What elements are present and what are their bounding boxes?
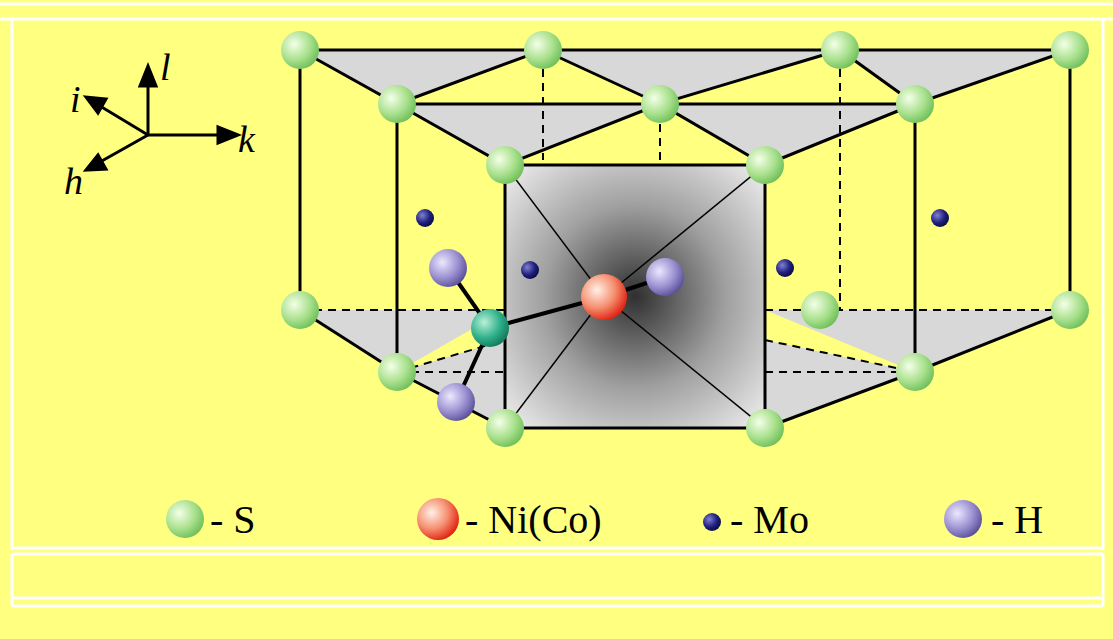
legend-text: - S [210, 500, 256, 540]
legend-sample [166, 500, 204, 538]
legend-text: - Mo [730, 500, 809, 540]
axis-label: h [64, 162, 83, 200]
legend-sample [944, 500, 982, 538]
axis-label: l [160, 48, 171, 86]
axis-label: i [70, 80, 81, 118]
legend-text: - Ni(Co) [465, 500, 602, 540]
legend-sample [703, 513, 721, 531]
legend-sample [417, 498, 459, 540]
axis-label: k [238, 120, 255, 158]
legend-text: - H [991, 500, 1043, 540]
